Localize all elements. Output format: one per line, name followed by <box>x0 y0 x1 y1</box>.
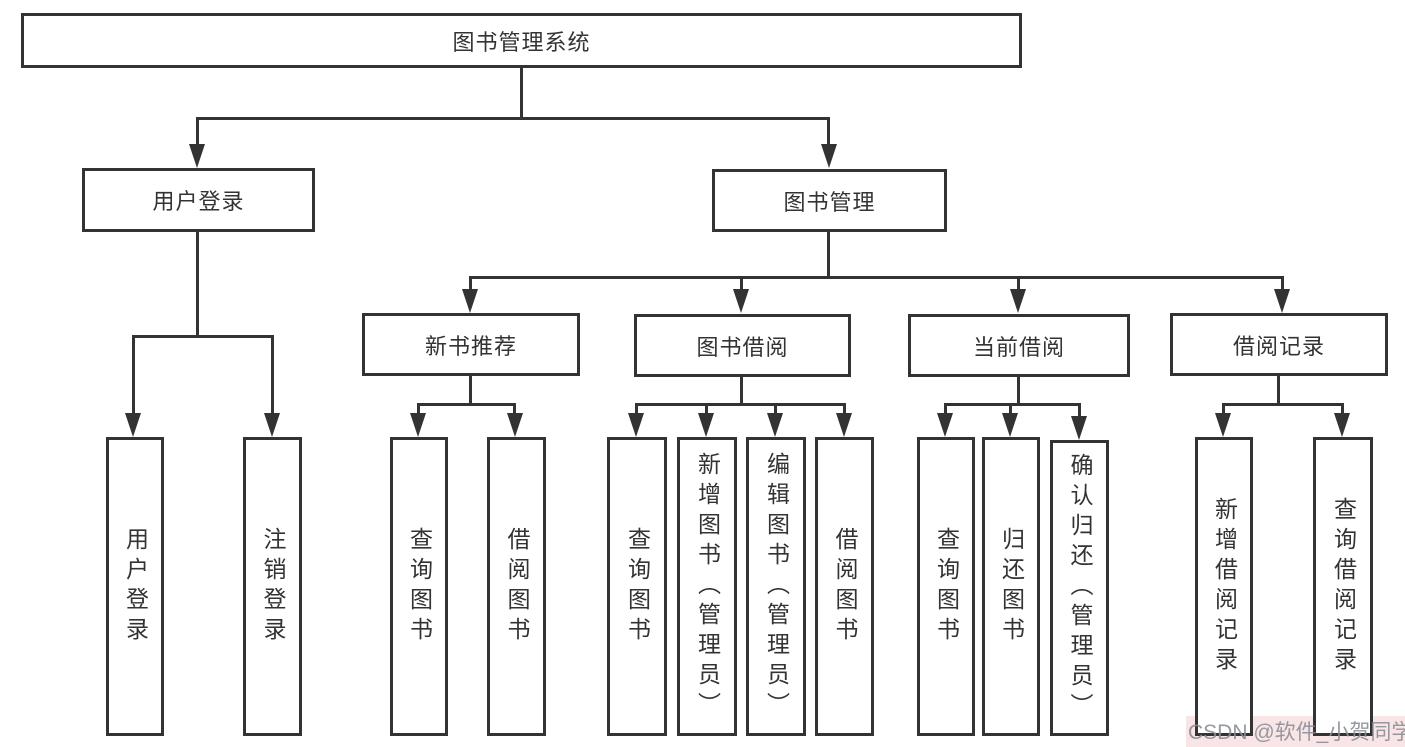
connector-line <box>1281 276 1284 292</box>
arrowhead-down-icon <box>628 413 644 437</box>
connector-line <box>513 403 516 416</box>
node-bb-query-book: 查询图书 <box>607 437 667 736</box>
arrowhead-down-icon <box>1010 289 1026 313</box>
arrowhead-down-icon <box>410 413 426 437</box>
watermark-label: CSDN @软件_小贺同学 <box>1188 721 1405 744</box>
node-br-add-record-label: 新增借阅记录 <box>1211 496 1238 677</box>
node-cb-return-book: 归还图书 <box>982 437 1040 736</box>
connector-line <box>1222 403 1225 416</box>
node-new-book-rec-label: 新书推荐 <box>424 333 517 359</box>
arrowhead-down-icon <box>1274 289 1290 313</box>
connector-line <box>1017 276 1020 292</box>
connector-line <box>196 117 830 120</box>
node-cb-confirm-return: 确认归还（管理员） <box>1050 440 1109 736</box>
arrowhead-down-icon <box>1002 413 1018 437</box>
node-br-query-record-label: 查询借阅记录 <box>1330 496 1357 677</box>
connector-line <box>196 117 199 147</box>
arrowhead-down-icon <box>507 413 523 437</box>
connector-line <box>944 403 947 416</box>
node-cb-confirm-return-label: 确认归还（管理员） <box>1067 453 1093 723</box>
node-bb-borrow-book: 借阅图书 <box>815 437 874 736</box>
connector-line <box>132 335 274 338</box>
connector-line <box>635 403 638 416</box>
node-borrow-record: 借阅记录 <box>1170 313 1388 376</box>
node-current-borrow: 当前借阅 <box>908 314 1130 377</box>
node-rec-query-book-label: 查询图书 <box>406 526 433 647</box>
arrowhead-down-icon <box>189 144 205 168</box>
node-cb-query-book-label: 查询图书 <box>933 526 960 647</box>
connector-line <box>1078 403 1081 418</box>
connector-line <box>271 335 274 415</box>
connector-line <box>1009 403 1012 416</box>
node-book-borrow-label: 图书借阅 <box>696 334 789 360</box>
node-borrow-record-label: 借阅记录 <box>1232 333 1325 359</box>
arrowhead-down-icon <box>733 289 749 313</box>
node-bb-borrow-book-label: 借阅图书 <box>832 526 858 647</box>
connector-line <box>944 403 1081 406</box>
connector-line <box>1277 376 1280 406</box>
connector-line <box>635 403 846 406</box>
arrowhead-down-icon <box>821 144 837 168</box>
arrowhead-down-icon <box>836 413 852 437</box>
node-book-mgmt: 图书管理 <box>712 169 947 232</box>
node-root: 图书管理系统 <box>21 13 1022 68</box>
arrowhead-down-icon <box>462 289 478 313</box>
node-bb-edit-book: 编辑图书（管理员） <box>746 437 806 736</box>
connector-line <box>843 403 846 416</box>
connector-line <box>740 276 743 292</box>
connector-line <box>196 232 199 337</box>
node-user-login-label: 用户登录 <box>152 189 245 214</box>
connector-line <box>774 403 777 416</box>
connector-line <box>520 68 523 118</box>
connector-line <box>1341 403 1344 416</box>
node-br-query-record: 查询借阅记录 <box>1313 437 1373 736</box>
connector-line <box>1017 377 1020 406</box>
arrowhead-down-icon <box>937 413 953 437</box>
arrowhead-down-icon <box>264 413 280 437</box>
watermark: CSDN @软件_小贺同学 <box>1188 717 1405 745</box>
node-book-mgmt-label: 图书管理 <box>783 189 876 215</box>
connector-line <box>417 403 516 406</box>
node-bb-add-book: 新增图书（管理员） <box>677 437 737 736</box>
node-leaf-logout: 注销登录 <box>243 437 302 736</box>
arrowhead-down-icon <box>767 413 783 437</box>
node-root-label: 图书管理系统 <box>452 29 591 55</box>
node-br-add-record: 新增借阅记录 <box>1195 437 1253 736</box>
node-new-book-rec: 新书推荐 <box>362 313 580 376</box>
node-bb-query-book-label: 查询图书 <box>624 526 651 647</box>
arrowhead-down-icon <box>125 413 141 437</box>
node-user-login: 用户登录 <box>82 168 315 232</box>
node-bb-edit-book-label: 编辑图书（管理员） <box>763 451 790 722</box>
node-cb-return-book-label: 归还图书 <box>998 526 1025 647</box>
arrowhead-down-icon <box>1071 416 1087 440</box>
node-rec-borrow-book-label: 借阅图书 <box>504 526 530 647</box>
connector-line <box>469 276 472 292</box>
connector-line <box>469 276 1284 279</box>
arrowhead-down-icon <box>1215 413 1231 437</box>
node-leaf-logout-label: 注销登录 <box>260 526 286 647</box>
node-cb-query-book: 查询图书 <box>917 437 975 736</box>
node-rec-query-book: 查询图书 <box>390 437 448 736</box>
arrowhead-down-icon <box>1334 413 1350 437</box>
node-current-borrow-label: 当前借阅 <box>972 334 1065 360</box>
connector-line <box>827 117 830 147</box>
connector-line <box>827 232 830 279</box>
node-bb-add-book-label: 新增图书（管理员） <box>694 451 721 722</box>
node-rec-borrow-book: 借阅图书 <box>487 437 546 736</box>
connector-line <box>740 377 743 406</box>
connector-line <box>705 403 708 416</box>
node-book-borrow: 图书借阅 <box>634 314 851 377</box>
arrowhead-down-icon <box>698 413 714 437</box>
connector-line <box>1222 403 1344 406</box>
connector-line <box>469 376 472 406</box>
node-leaf-user-login-label: 用户登录 <box>122 526 149 647</box>
node-leaf-user-login: 用户登录 <box>106 437 164 736</box>
connector-line <box>132 335 135 415</box>
connector-line <box>417 403 420 416</box>
